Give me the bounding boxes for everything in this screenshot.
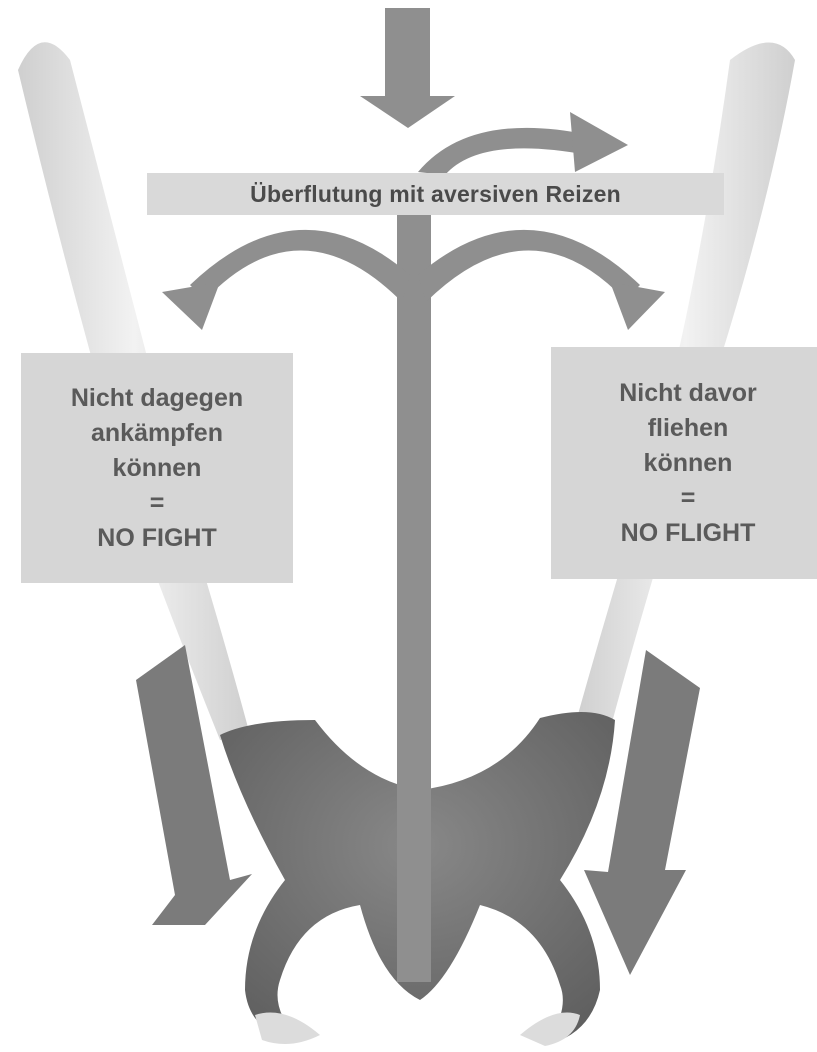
curved-arrow-right: [418, 230, 665, 330]
no-fight-line-2: ankämpfen: [91, 416, 223, 451]
center-shaft: [397, 212, 431, 982]
no-flight-line-5: NO FLIGHT: [621, 516, 756, 551]
no-fight-line-5: NO FIGHT: [97, 521, 216, 556]
no-flight-box: Nicht davor fliehen können = NO FLIGHT: [551, 347, 817, 579]
no-fight-box: Nicht dagegen ankämpfen können = NO FIGH…: [21, 353, 293, 583]
no-flight-line-1: Nicht davor: [619, 376, 757, 411]
no-flight-line-3: können: [644, 446, 733, 481]
title-banner-text: Überflutung mit aversiven Reizen: [250, 181, 621, 208]
curved-arrow-top-right: [418, 112, 628, 175]
title-banner: Überflutung mit aversiven Reizen: [147, 173, 724, 215]
no-fight-line-4: =: [150, 486, 165, 521]
no-flight-line-4: =: [681, 481, 696, 516]
top-down-arrow: [360, 8, 455, 128]
pliers-left-tip: [255, 1013, 320, 1045]
pliers-right-tip: [520, 1013, 580, 1047]
no-fight-line-3: können: [113, 451, 202, 486]
no-flight-line-2: fliehen: [648, 411, 729, 446]
curved-arrow-left: [162, 230, 410, 330]
no-fight-line-1: Nicht dagegen: [71, 381, 243, 416]
